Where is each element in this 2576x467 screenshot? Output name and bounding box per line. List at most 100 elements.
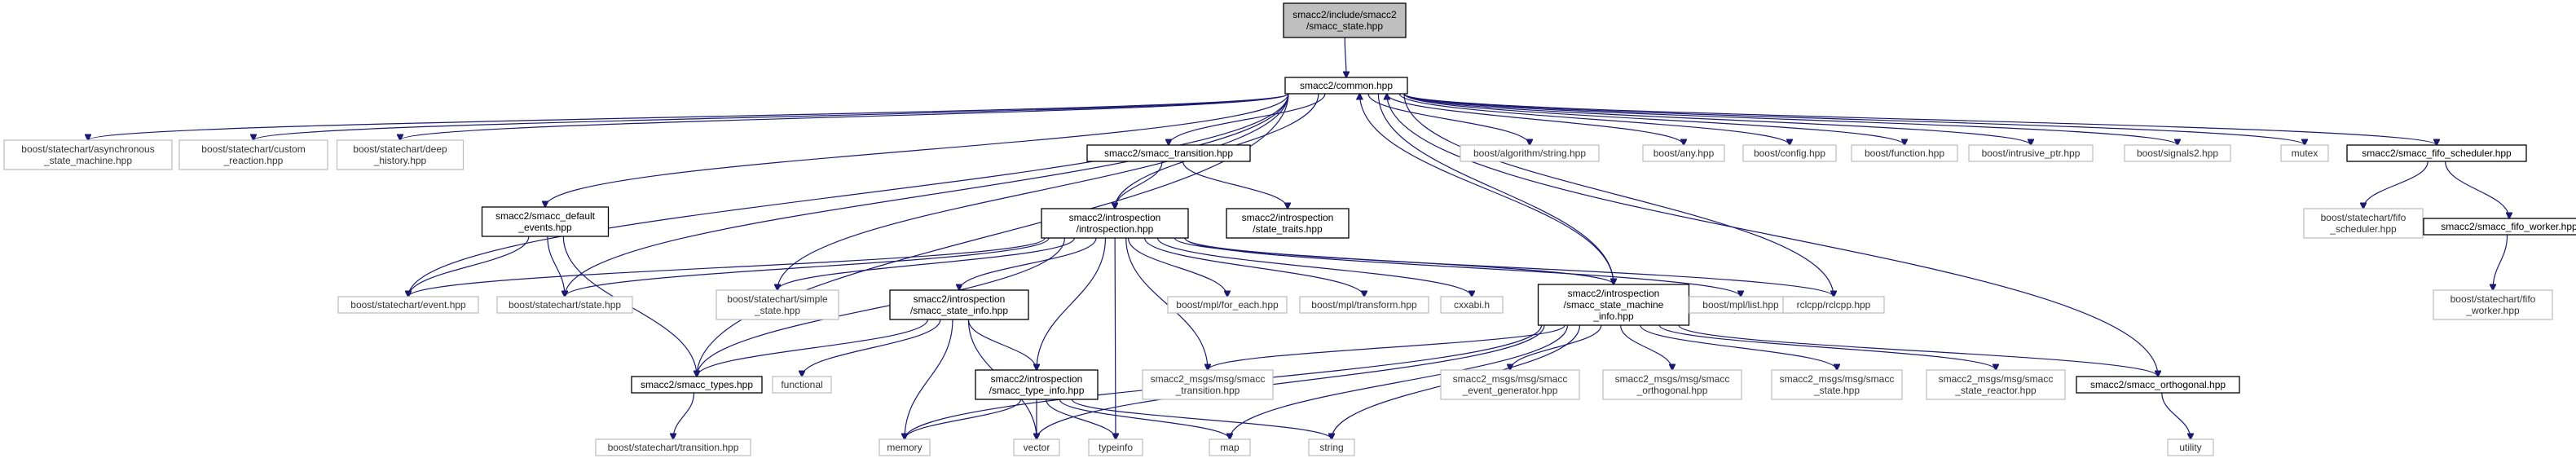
edge-common-to-algorithm_string xyxy=(1367,93,1530,145)
node-label: boost/statechart/transition.hpp xyxy=(608,442,739,453)
edge-introspection-to-typeinfo xyxy=(1115,237,1116,439)
edge-common-to-smacc_transition xyxy=(1169,93,1326,145)
node-box xyxy=(1209,438,1251,456)
edge-introspection-to-mpl_list xyxy=(1184,237,1741,297)
edge-introspection-to-smacc_types xyxy=(697,237,1066,377)
node-label: _transition.hpp xyxy=(1175,385,1240,396)
node-typeinfo: typeinfo xyxy=(1088,438,1143,456)
node-root[interactable]: smacc2/include/smacc2/smacc_state.hpp xyxy=(1283,2,1407,38)
node-label: boost/function.hpp xyxy=(1865,148,1944,159)
node-smacc-orthogonal[interactable]: smacc2/smacc_orthogonal.hpp xyxy=(2076,376,2240,394)
edges-layer xyxy=(88,37,2509,439)
node-box xyxy=(3,139,173,170)
node-fifo-worker[interactable]: smacc2/smacc_fifo_worker.hpp xyxy=(2423,218,2576,236)
node-sc-transition: boost/statechart/transition.hpp xyxy=(595,438,751,456)
node-label: boost/statechart/simple xyxy=(727,293,828,305)
edge-introspection-to-simple_state xyxy=(777,237,1075,290)
node-sc-fifo-worker: boost/statechart/fifo_worker.hpp xyxy=(2433,289,2553,320)
node-box xyxy=(1460,144,1600,162)
node-label: smacc2/introspection xyxy=(991,373,1083,385)
node-label: _state_machine.hpp xyxy=(43,155,132,166)
node-label: boost/signals2.hpp xyxy=(2137,148,2218,159)
node-utility: utility xyxy=(2167,438,2214,456)
node-signals2: boost/signals2.hpp xyxy=(2124,144,2231,162)
edge-introspection-to-cxxabi xyxy=(1156,237,1472,297)
node-smacc-transition[interactable]: smacc2/smacc_transition.hpp xyxy=(1086,144,1251,162)
edge-common-to-state_hpp xyxy=(565,93,1289,297)
node-label: map xyxy=(1220,442,1240,453)
node-common[interactable]: smacc2/common.hpp xyxy=(1284,77,1408,95)
node-label: smacc2/smacc_fifo_scheduler.hpp xyxy=(2362,148,2512,159)
node-state-info[interactable]: smacc2/introspection/smacc_state_info.hp… xyxy=(889,289,1029,320)
node-label: _events.hpp xyxy=(517,222,572,233)
node-box xyxy=(975,369,1099,400)
node-label: _state.hpp xyxy=(1813,385,1860,396)
node-boost-function: boost/function.hpp xyxy=(1851,144,1958,162)
node-label: mutex xyxy=(2292,148,2318,159)
node-msg-event-generator: smacc2_msgs/msg/smacc_event_generator.hp… xyxy=(1440,369,1580,400)
node-label: boost/mpl/list.hpp xyxy=(1702,299,1779,311)
node-smacc-types[interactable]: smacc2/smacc_types.hpp xyxy=(631,376,763,394)
edge-smacc_types-to-sc_transition xyxy=(673,392,695,439)
edge-state_info-to-memory xyxy=(905,319,953,439)
edge-introspection-to-msg_transition xyxy=(1125,237,1208,370)
node-sm-info[interactable]: smacc2/introspection/smacc_state_machine… xyxy=(1537,284,1690,326)
node-default-events[interactable]: smacc2/smacc_default_events.hpp xyxy=(481,206,610,237)
node-box xyxy=(1142,369,1274,400)
edge-common-to-mutex xyxy=(1403,93,2305,145)
node-label: boost/statechart/deep xyxy=(353,143,447,155)
node-mpl-for-each: boost/mpl/for_each.hpp xyxy=(1167,296,1288,314)
node-label: memory xyxy=(887,442,922,453)
node-box xyxy=(1041,208,1189,239)
edge-common-to-event_hpp xyxy=(408,93,1289,297)
node-box xyxy=(631,376,763,394)
edge-introspection-to-rclcpp xyxy=(1184,237,1834,297)
edge-root-to-common xyxy=(1345,37,1346,77)
node-deep-history: boost/statechart/deep_history.hpp xyxy=(336,139,465,170)
node-box xyxy=(2433,289,2553,320)
node-box xyxy=(2280,144,2329,162)
edge-sm_info-to-msg_orthogonal xyxy=(1620,324,1672,370)
node-label: smacc2/common.hpp xyxy=(1300,80,1393,91)
node-label: boost/intrusive_ptr.hpp xyxy=(1982,148,2081,159)
node-mutex: mutex xyxy=(2280,144,2329,162)
edge-sm_info-to-msg_transition xyxy=(1208,324,1565,370)
edge-sm_info-to-map xyxy=(1230,324,1569,439)
node-box xyxy=(1013,438,1060,456)
edge-common-to-smacc_types xyxy=(697,93,1289,377)
node-label: string xyxy=(1319,442,1343,453)
edge-type_info-to-map xyxy=(1059,399,1230,439)
node-box xyxy=(2423,218,2576,236)
node-state-traits[interactable]: smacc2/introspection/state_traits.hpp xyxy=(1226,208,1350,239)
edge-fifo_scheduler-to-sc_fifo_scheduler xyxy=(2363,161,2428,209)
node-label: rclcpp/rclcpp.hpp xyxy=(1797,299,1871,311)
edge-default_events-to-event_hpp xyxy=(408,236,530,297)
node-rclcpp: rclcpp/rclcpp.hpp xyxy=(1782,296,1885,314)
node-label: _state.hpp xyxy=(754,305,800,316)
node-box xyxy=(496,296,633,314)
edge-introspection-to-mpl_transform xyxy=(1144,237,1364,297)
node-label: utility xyxy=(2179,442,2201,453)
node-memory: memory xyxy=(878,438,931,456)
edge-smacc_transition-to-introspection xyxy=(1115,161,1163,209)
node-intrusive-ptr: boost/intrusive_ptr.hpp xyxy=(1968,144,2094,162)
node-label: boost/statechart/state.hpp xyxy=(509,299,621,311)
node-fifo-scheduler[interactable]: smacc2/smacc_fifo_scheduler.hpp xyxy=(2346,144,2527,162)
node-label: boost/statechart/asynchronous xyxy=(21,143,154,155)
node-box xyxy=(1642,144,1725,162)
node-label: smacc2/smacc_types.hpp xyxy=(641,379,753,390)
edge-common-to-simple_state xyxy=(777,93,1289,290)
node-label: boost/any.hpp xyxy=(1653,148,1715,159)
node-label: _state_reactor.hpp xyxy=(1954,385,2037,396)
node-label: _reaction.hpp xyxy=(223,155,284,166)
edge-sm_info-to-smacc_orthogonal xyxy=(1678,324,2158,377)
node-label: /smacc_type_info.hpp xyxy=(989,385,1085,396)
node-box xyxy=(178,139,328,170)
node-event-hpp: boost/statechart/event.hpp xyxy=(337,296,479,314)
node-introspection[interactable]: smacc2/introspection/introspection.hpp xyxy=(1041,208,1189,239)
node-string: string xyxy=(1308,438,1355,456)
edge-common-to-async_sm xyxy=(88,93,1289,140)
node-label: boost/algorithm/string.hpp xyxy=(1473,148,1586,159)
node-box xyxy=(481,206,610,237)
node-type-info[interactable]: smacc2/introspection/smacc_type_info.hpp xyxy=(975,369,1099,400)
